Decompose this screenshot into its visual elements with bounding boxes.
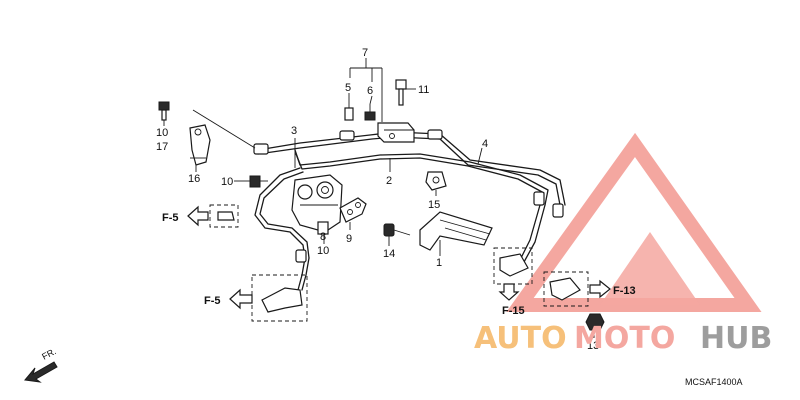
part-label-15[interactable]: 15 — [428, 199, 440, 211]
part-label-17[interactable]: 17 — [156, 141, 168, 153]
ref-label-f15[interactable]: F-15 — [502, 305, 525, 317]
part-label-5[interactable]: 5 — [345, 82, 351, 94]
valve-assembly — [291, 174, 343, 235]
part-label-9[interactable]: 9 — [346, 233, 352, 245]
part-label-14[interactable]: 14 — [383, 248, 395, 260]
part-label-6[interactable]: 6 — [367, 85, 373, 97]
bolt-11 — [249, 175, 268, 188]
part-label-7[interactable]: 7 — [362, 47, 368, 59]
watermark-word-3: HUB — [700, 321, 772, 356]
part-label-12[interactable]: 11 — [418, 84, 429, 96]
part-label-1[interactable]: 1 — [436, 257, 442, 269]
ref-label-f13[interactable]: F-13 — [613, 285, 636, 297]
grommet-15 — [425, 171, 447, 191]
part-label-2[interactable]: 2 — [386, 175, 392, 187]
diagram-code: MCSAF1400A — [685, 377, 743, 387]
watermark-logo — [506, 132, 762, 312]
part-label-13[interactable]: 13 — [587, 340, 599, 352]
watermark-word-2: MOTO — [574, 321, 675, 356]
leader-lines — [163, 58, 595, 338]
reference-arrows — [187, 205, 611, 310]
clamp-hardware — [158, 101, 211, 166]
part-label-8[interactable]: 8 — [320, 231, 326, 243]
part-label-4[interactable]: 4 — [482, 138, 488, 150]
pipe-fittings — [253, 129, 564, 263]
junction-block — [377, 122, 415, 143]
part-label-10-bottom[interactable]: 10 — [317, 245, 329, 257]
part-label-3[interactable]: 3 — [291, 125, 297, 137]
forward-arrow — [24, 361, 58, 383]
watermark-word-1: AUTO — [474, 321, 567, 356]
bracket-9 — [339, 197, 367, 223]
part-label-16[interactable]: 16 — [188, 173, 200, 185]
nut-13 — [585, 313, 605, 331]
small-hardware — [344, 79, 407, 121]
pipe-bracket-1 — [419, 211, 493, 251]
watermark-text: AUTO MOTO HUB — [474, 321, 772, 356]
part-label-10-top[interactable]: 10 — [156, 127, 168, 139]
ref-label-f5-top[interactable]: F-5 — [162, 212, 179, 224]
reference-boxes — [209, 204, 589, 322]
nut-14 — [383, 223, 411, 237]
part-label-11[interactable]: 10 — [221, 176, 233, 188]
ref-label-f5-bottom[interactable]: F-5 — [204, 295, 221, 307]
direction-label: FR. — [40, 346, 57, 362]
